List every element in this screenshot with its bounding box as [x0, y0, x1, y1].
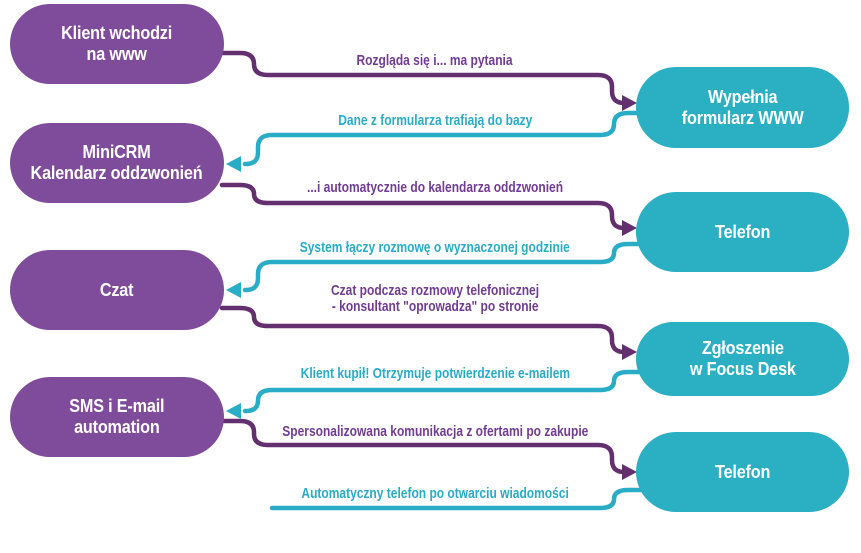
node-label: Zgłoszenie w Focus Desk [690, 338, 796, 380]
connector-6-line [242, 369, 647, 414]
node-label-line: formularz WWW [681, 107, 804, 128]
node-czat: Czat [10, 250, 224, 330]
node-label: Telefon [715, 222, 770, 243]
node-label-line: na www [86, 44, 148, 64]
node-label-line: Czat [100, 279, 134, 300]
node-klient-wchodzi-na-www: Klient wchodzi na www [10, 4, 224, 84]
connector-label-2: Dane z formularza trafiają do bazy [337, 112, 533, 129]
connector-1-line [219, 50, 628, 106]
connector-1-arrowhead-icon [622, 95, 637, 111]
connector-3-line [219, 182, 628, 231]
node-label-line: MiniCRM [82, 142, 152, 162]
connector-label-5: Czat podczas rozmowy telefonicznej - kon… [330, 282, 540, 315]
node-label-line: SMS i E-mail [69, 396, 165, 416]
connector-4-arrowhead-icon [226, 282, 241, 298]
node-wypelnia-formularz-www: Wypełnia formularz WWW [636, 67, 849, 148]
connector-6-arrowhead-icon [226, 403, 241, 419]
connector-label-6: Klient kupił! Otrzymuje potwierdzenie e-… [300, 365, 570, 382]
connector-7-arrowhead-icon [622, 464, 637, 480]
node-label: MiniCRM Kalendarz oddzwonień [31, 142, 203, 184]
connector-label-4: System łączy rozmowę o wyznaczonej godzi… [299, 239, 571, 256]
node-telefon-1: Telefon [636, 192, 849, 272]
connector-2-line [242, 110, 647, 167]
connector-7-line [219, 418, 628, 475]
connector-5-line [219, 305, 628, 355]
connector-8-line [269, 487, 647, 511]
node-label: Wypełnia formularz WWW [682, 87, 804, 129]
node-label: Klient wchodzi na www [62, 23, 173, 65]
node-label-line: Telefon [714, 461, 771, 482]
node-label-line: Kalendarz oddzwonień [31, 163, 203, 183]
connector-4-line [242, 241, 647, 293]
node-label-line: Telefon [714, 221, 771, 242]
connector-3-arrowhead-icon [622, 220, 637, 236]
connector-label-3: ...i automatycznie do kalendarza oddzwon… [306, 179, 564, 196]
node-label: Czat [100, 279, 134, 301]
node-label: Telefon [715, 462, 770, 483]
node-label: SMS i E-mail automation [69, 396, 164, 438]
node-label-line: w Focus Desk [689, 359, 796, 379]
connector-label-7: Spersonalizowana komunikacja z ofertami … [281, 423, 589, 440]
node-label-line: Zgłoszenie [701, 338, 784, 358]
connector-2-arrowhead-icon [226, 156, 241, 172]
node-sms-email-automation: SMS i E-mail automation [10, 377, 224, 457]
node-label-line: automation [74, 417, 160, 437]
connector-label-8: Automatyczny telefon po otwarciu wiadomo… [301, 485, 569, 502]
node-label-line: Wypełnia [707, 86, 778, 107]
connector-5-arrowhead-icon [622, 344, 637, 360]
node-telefon-2: Telefon [636, 432, 849, 512]
node-zgloszenie-focus-desk: Zgłoszenie w Focus Desk [636, 322, 849, 396]
node-minicrm-kalendarz: MiniCRM Kalendarz oddzwonień [10, 123, 224, 203]
node-label-line: Klient wchodzi [61, 23, 173, 43]
connector-label-1: Rozgląda się i... ma pytania [356, 52, 514, 69]
